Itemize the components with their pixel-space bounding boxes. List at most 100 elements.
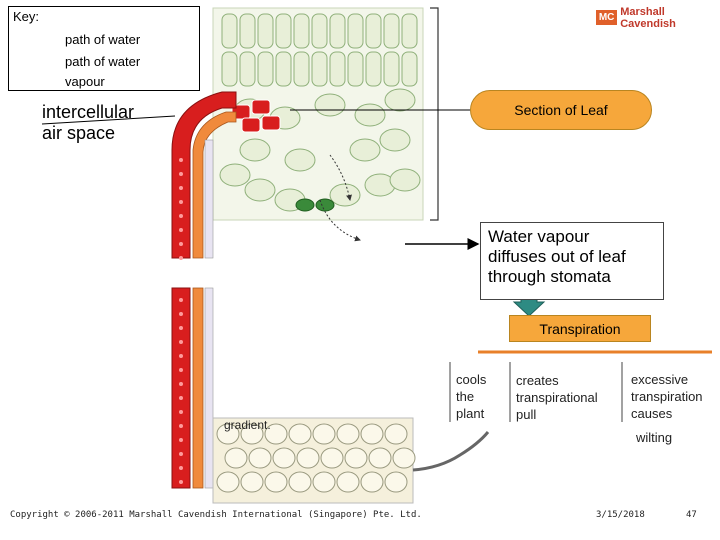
vapour-path-2 [329, 154, 352, 201]
footer-date: 3/15/2018 [596, 510, 645, 520]
footer-copyright: Copyright © 2006-2011 Marshall Cavendish… [10, 510, 422, 520]
palisade-cell [293, 13, 310, 49]
effect-wilting-line2: transpiration [631, 389, 703, 404]
phloem-upper [192, 111, 237, 259]
root-cell [264, 471, 288, 493]
xylem-pit [179, 158, 183, 162]
spongy-cell [384, 88, 416, 112]
palisade-cell [311, 13, 328, 49]
palisade-cell [221, 13, 238, 49]
effect-pull-line2: transpirational [516, 390, 598, 405]
spongy-cell [284, 148, 316, 172]
palisade-cell [365, 13, 382, 49]
palisade-cell [329, 51, 346, 87]
spongy-cell [354, 103, 386, 127]
xylem-pit [179, 172, 183, 176]
vapour-line3: through stomata [488, 267, 611, 286]
palisade-cell [221, 51, 238, 87]
root-cell [360, 423, 384, 445]
palisade-cell [257, 51, 274, 87]
palisade-cell [383, 51, 400, 87]
effect-cools-line2: the [456, 389, 475, 404]
root-cell [216, 471, 240, 493]
xylem-pit [179, 354, 183, 358]
palisade-cell [275, 51, 292, 87]
transpiration-label: Transpiration [509, 315, 651, 342]
xylem-pits [179, 158, 183, 484]
root-cell [344, 447, 368, 469]
root-cell [248, 447, 272, 469]
guard-cell [315, 198, 335, 212]
xylem-pit [179, 396, 183, 400]
spongy-cell [219, 163, 251, 187]
root-cell [216, 423, 240, 445]
wilting-label: wilting [636, 430, 673, 445]
root-cell [272, 447, 296, 469]
xylem-pit [179, 214, 183, 218]
xylem-vessel-upper [171, 91, 237, 259]
vapour-diffusion-box: Water vapour diffuses out of leaf throug… [480, 222, 664, 300]
root-cell [240, 423, 264, 445]
key-label-solid: path of water [65, 32, 141, 47]
air-space-label-line2: air space [42, 123, 116, 143]
key-title: Key: [13, 9, 40, 24]
vapour-line1: Water vapour [488, 227, 590, 246]
root-cell [320, 447, 344, 469]
root-cell [384, 471, 408, 493]
xylem-pit [179, 340, 183, 344]
spongy-cell [349, 138, 381, 162]
palisade-cell [257, 13, 274, 49]
palisade-cell [275, 13, 292, 49]
gradient-label: gradient. [224, 418, 271, 432]
root-cell [336, 423, 360, 445]
root-cell [264, 423, 288, 445]
xylem-pit [179, 228, 183, 232]
effect-pull: creates transpirational pull [516, 372, 598, 423]
root-cell [392, 447, 416, 469]
xylem-vessel-lower [171, 287, 191, 489]
stem-tissue-upper [204, 139, 214, 259]
xylem-pit [179, 312, 183, 316]
key-legend: Key: path of water path of water vapour [8, 6, 200, 91]
root-cell [312, 423, 336, 445]
spongy-cell [379, 128, 411, 152]
leaf-bracket [430, 7, 439, 221]
brand-name: Marshall Cavendish [620, 5, 676, 30]
xylem-pit [179, 438, 183, 442]
spongy-cell [314, 93, 346, 117]
brand-logo-icon: MC [596, 10, 618, 25]
effect-cools-line1: cools [456, 372, 487, 387]
effect-cools: cools the plant [456, 371, 486, 422]
xylem-pit [179, 480, 183, 484]
root-cell [336, 471, 360, 493]
effect-wilting-line3: causes [631, 406, 673, 421]
root-cells [216, 423, 416, 493]
root-hair [412, 431, 490, 472]
xylem-pit [179, 452, 183, 456]
spongy-cell [329, 183, 361, 207]
effect-pull-line1: creates [516, 373, 559, 388]
root-cell [240, 471, 264, 493]
effect-wilting-line1: excessive [631, 372, 689, 387]
root-cell [288, 471, 312, 493]
xylem-pit [179, 256, 183, 260]
xylem-pit [179, 242, 183, 246]
xylem-cell [241, 117, 261, 133]
palisade-cell [329, 13, 346, 49]
spongy-cell [389, 168, 421, 192]
xylem-cell [251, 99, 271, 115]
stem-tissue-lower [204, 287, 214, 489]
root-cell [224, 447, 248, 469]
root-cell [288, 423, 312, 445]
palisade-cell [383, 13, 400, 49]
palisade-cell [239, 13, 256, 49]
palisade-cell [347, 51, 364, 87]
root-cell [384, 423, 408, 445]
effect-pull-line3: pull [516, 407, 537, 422]
palisade-cell [401, 13, 418, 49]
xylem-pit [179, 382, 183, 386]
root-cell [368, 447, 392, 469]
palisade-cell [293, 51, 310, 87]
effect-wilting: excessive transpiration causes [631, 371, 703, 422]
